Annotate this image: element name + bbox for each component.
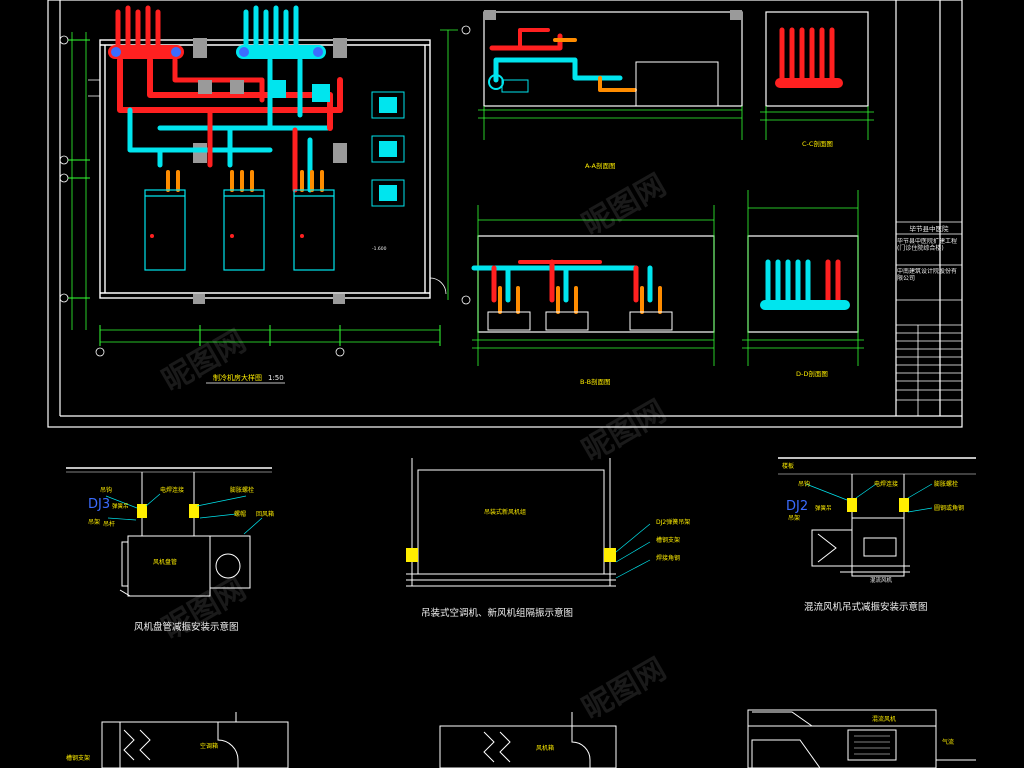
watermark-2: 昵图网	[577, 168, 672, 243]
title-block: 毕节县中医院 毕节县中医院扩建工程(门诊住院综合楼) 中南建筑设计院股份有限公司	[896, 221, 962, 416]
detail-ahu-hanging: 吊装式新风机组 DJ2弹簧吊架 槽钢支架 焊接角钢 吊装式空调机、新风机组隔振示…	[406, 458, 690, 619]
plan-elevation: -1.600	[372, 246, 387, 252]
bottom3-note: 气流	[942, 738, 954, 746]
bottom-detail-1: 空调箱 槽钢支架	[66, 712, 289, 768]
section-bb-title: B-B剖面图	[580, 377, 611, 386]
watermark-1: 昵图网	[157, 324, 252, 399]
section-cc: C-C剖面图	[760, 11, 874, 148]
detail-fan-coil: DJ3 弹簧吊 吊钩 吊杆 电焊连接 膨胀螺栓 螺帽 回风箱 吊架 风机盘管 风…	[66, 467, 274, 633]
detail2-unit-label: 吊装式新风机组	[484, 508, 526, 516]
detail3-tag-suffix: 弹簧吊	[815, 504, 832, 512]
detail1-note-rod: 吊杆	[103, 520, 115, 528]
detail1-note-weld: 电焊连接	[160, 486, 184, 494]
section-cc-title: C-C剖面图	[802, 139, 833, 148]
project-name: 毕节县中医院	[910, 224, 950, 233]
section-dd-title: D-D剖面图	[796, 369, 828, 378]
detail2-caption: 吊装式空调机、新风机组隔振示意图	[421, 607, 573, 619]
watermarks: 昵图网 昵图网 昵图网 昵图网 昵图网	[157, 168, 672, 727]
detail3-note-steel: 圆钢或角钢	[934, 504, 964, 512]
detail3-caption: 混流风机吊式减振安装示意图	[804, 601, 928, 613]
detail2-note-angle: 焊接角钢	[656, 554, 680, 562]
detail1-note-bolt: 膨胀螺栓	[230, 486, 254, 494]
ahu-icons	[371, 91, 405, 207]
detail-mixed-flow-fan: 楼板 吊钩 电焊连接 膨胀螺栓 圆钢或角钢 吊架 DJ2 弹簧吊 混流风机 混流…	[778, 457, 976, 613]
watermark-5: 昵图网	[577, 652, 672, 727]
detail3-note-hanger: 吊架	[788, 514, 800, 522]
detail1-note-hanger: 吊架	[88, 518, 100, 526]
bottom-detail-2: 风机箱	[439, 712, 617, 768]
watermark-4: 昵图网	[157, 572, 252, 647]
detail1-unit-label: 风机盘管	[153, 558, 177, 566]
detail3-note-weld: 电焊连接	[874, 480, 898, 488]
chiller-units	[144, 189, 335, 271]
detail1-note-nut: 螺帽	[234, 510, 246, 518]
detail2-note-spring: DJ2弹簧吊架	[656, 518, 690, 526]
detail3-note-bolt: 膨胀螺栓	[934, 480, 958, 488]
watermark-3: 昵图网	[577, 394, 672, 469]
bottom2-unit: 风机箱	[536, 744, 554, 752]
company-name: 中南建筑设计院股份有限公司	[897, 268, 958, 282]
section-dd: D-D剖面图	[742, 190, 864, 378]
bottom1-unit: 空调箱	[200, 742, 218, 750]
plan-title: 制冷机房大样图	[213, 373, 262, 382]
bottom3-unit: 混流风机	[872, 715, 896, 723]
plan-scale: 1:50	[268, 374, 284, 382]
detail3-unit-label: 混流风机	[870, 576, 893, 584]
detail1-caption: 风机盘管减振安装示意图	[134, 621, 239, 633]
bottom-detail-3: 混流风机 气流	[747, 709, 976, 768]
detail3-tag: DJ2	[786, 499, 808, 514]
detail2-note-channel: 槽钢支架	[656, 536, 680, 544]
detail1-note-hook: 吊钩	[100, 486, 112, 494]
detail1-tag-suffix: 弹簧吊	[112, 502, 129, 510]
detail1-tag: DJ3	[88, 497, 110, 512]
section-aa: A-A剖面图	[478, 10, 743, 170]
drawing-name: 毕节县中医院扩建工程(门诊住院综合楼)	[897, 238, 958, 252]
plant-room-plan: -1.600 制冷机房大样图 1:50	[59, 5, 471, 384]
bottom1-note: 槽钢支架	[66, 754, 90, 762]
detail1-note-return: 回风箱	[256, 510, 274, 518]
detail3-note-hook: 吊钩	[798, 480, 810, 488]
section-bb: B-B剖面图	[471, 205, 715, 386]
sheet-frame	[47, 0, 963, 428]
detail3-note-slab: 楼板	[782, 462, 794, 470]
section-aa-title: A-A剖面图	[585, 161, 615, 170]
